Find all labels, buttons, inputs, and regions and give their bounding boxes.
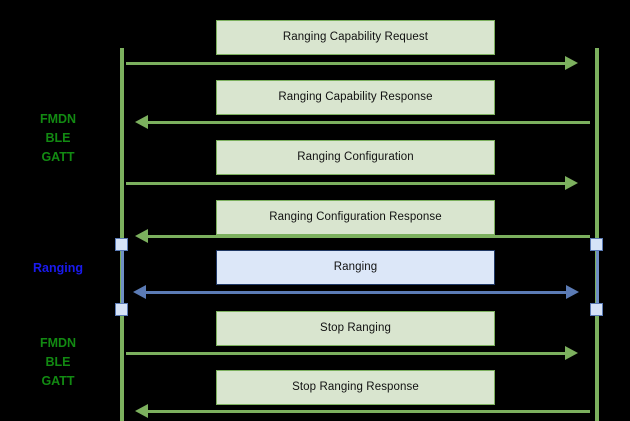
message-label: Stop Ranging — [320, 321, 391, 334]
phase-label-line: BLE — [45, 131, 71, 145]
phase-label-line: FMDN — [39, 112, 77, 126]
right-activation-marker-bottom — [590, 303, 603, 316]
message-box-ranging-configuration-response: Ranging Configuration Response — [216, 200, 495, 235]
arrow-head-right-icon — [565, 346, 578, 360]
phase-label-fmdn-ble-gatt-bottom: FMDN BLE GATT — [10, 334, 106, 391]
message-label: Stop Ranging Response — [292, 380, 419, 393]
message-label: Ranging Capability Request — [282, 30, 429, 43]
message-label: Ranging — [333, 260, 378, 273]
arrow-head-right-icon — [565, 176, 578, 190]
phase-label-ranging: Ranging — [10, 259, 106, 278]
arrow-shaft-stop-ranging — [126, 352, 570, 355]
left-activation-marker-bottom — [115, 303, 128, 316]
message-label: Ranging Configuration — [297, 150, 414, 163]
arrow-shaft-ranging-capability-response — [148, 121, 590, 124]
arrow-shaft-ranging-capability-request — [126, 62, 570, 65]
arrow-head-right-icon — [565, 56, 578, 70]
right-lifeline — [595, 48, 599, 421]
message-box-stop-ranging: Stop Ranging — [216, 311, 495, 346]
left-activation-line — [121, 242, 124, 310]
arrow-shaft-ranging — [146, 291, 570, 294]
arrow-head-right-icon — [566, 285, 579, 299]
message-box-ranging-capability-request: Ranging Capability Request — [216, 20, 495, 55]
message-box-ranging: Ranging — [216, 250, 495, 285]
phase-label-line: GATT — [41, 374, 75, 388]
message-label: Ranging Configuration Response — [269, 210, 442, 223]
phase-label-line: FMDN — [39, 336, 77, 350]
arrow-head-left-icon — [135, 229, 148, 243]
message-label: Ranging Capability Response — [278, 90, 433, 103]
arrow-head-left-icon — [133, 285, 146, 299]
phase-label-line: BLE — [45, 355, 71, 369]
left-activation-marker-top — [115, 238, 128, 251]
phase-label-fmdn-ble-gatt-top: FMDN BLE GATT — [10, 110, 106, 167]
right-activation-marker-top — [590, 238, 603, 251]
arrow-head-left-icon — [135, 115, 148, 129]
left-lifeline — [120, 48, 124, 421]
phase-label-line: Ranging — [33, 261, 83, 275]
right-activation-line — [596, 242, 599, 310]
message-box-ranging-configuration: Ranging Configuration — [216, 140, 495, 175]
message-box-stop-ranging-response: Stop Ranging Response — [216, 370, 495, 405]
arrow-head-left-icon — [135, 404, 148, 418]
message-box-ranging-capability-response: Ranging Capability Response — [216, 80, 495, 115]
arrow-shaft-stop-ranging-response — [148, 410, 590, 413]
phase-label-line: GATT — [41, 150, 75, 164]
arrow-shaft-ranging-configuration-response — [148, 235, 590, 238]
arrow-shaft-ranging-configuration — [126, 182, 570, 185]
